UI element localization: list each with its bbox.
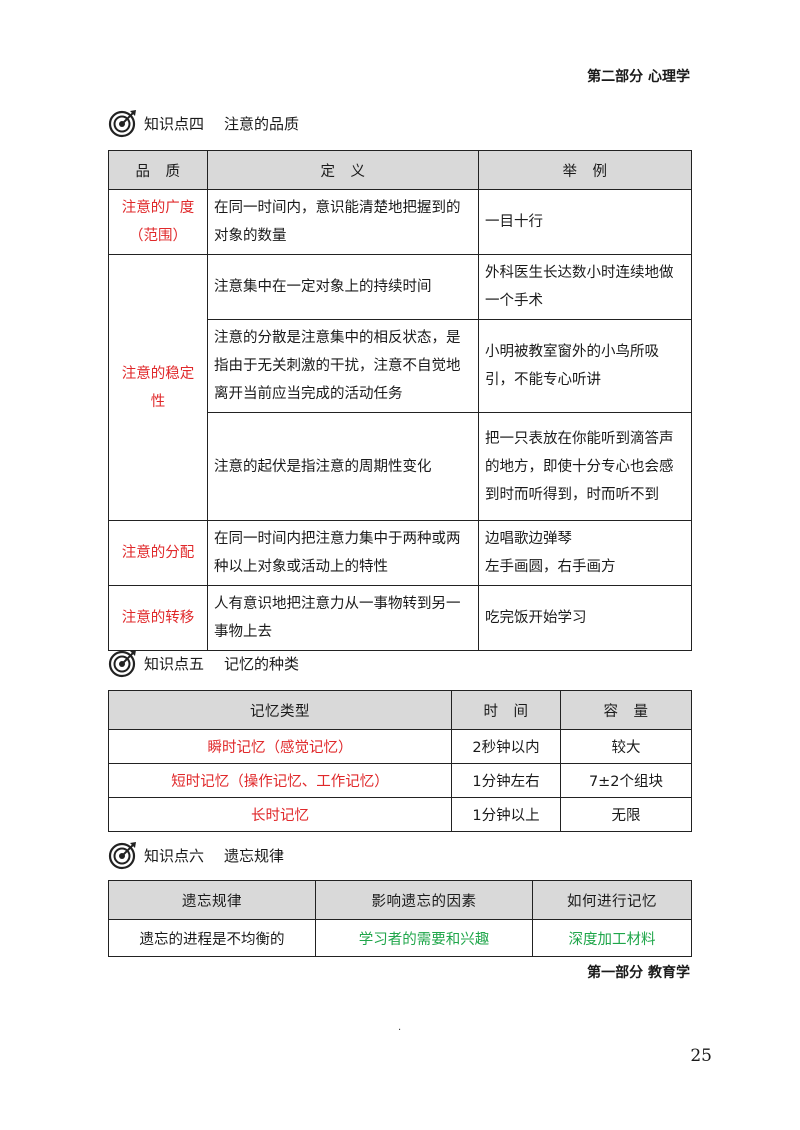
definition-cell: 注意的起伏是指注意的周期性变化 xyxy=(207,412,479,521)
table-row: 注意的转移 人有意识地把注意力从一事物转到另一事物上去 吃完饭开始学习 xyxy=(108,585,692,651)
target-arrow-icon xyxy=(108,108,138,138)
capacity-cell: 无限 xyxy=(560,797,692,832)
table-header-row: 品 质 定 义 举 例 xyxy=(108,150,692,190)
definition-cell: 在同一时间内把注意力集中于两种或两种以上对象或活动上的特性 xyxy=(207,520,479,586)
definition-cell: 注意的分散是注意集中的相反状态，是指由于无关刺激的干扰，注意不自觉地离开当前应当… xyxy=(207,319,479,413)
running-header: 第二部分 心理学 xyxy=(587,69,690,85)
table-row: 注意的分散是注意集中的相反状态，是指由于无关刺激的干扰，注意不自觉地离开当前应当… xyxy=(109,319,692,413)
time-cell: 2秒钟以内 xyxy=(451,729,561,764)
section-heading: 遗忘规律 xyxy=(224,846,285,865)
header-method: 如何进行记忆 xyxy=(532,880,692,920)
definition-cell: 注意集中在一定对象上的持续时间 xyxy=(207,254,479,320)
section-number: 知识点五 xyxy=(144,654,205,673)
time-cell: 1分钟左右 xyxy=(451,763,561,798)
quality-cell: 注意的分配 xyxy=(108,520,208,586)
time-cell: 1分钟以上 xyxy=(451,797,561,832)
table-row: 注意的广度（范围） 在同一时间内，意识能清楚地把握到的对象的数量 一目十行 xyxy=(108,189,692,255)
table-header-row: 遗忘规律 影响遗忘的因素 如何进行记忆 xyxy=(108,880,692,920)
example-cell: 外科医生长达数小时连续地做一个手术 xyxy=(478,254,692,320)
page-number: 25 xyxy=(690,1046,712,1066)
method-cell: 深度加工材料 xyxy=(532,919,692,957)
header-factor: 影响遗忘的因素 xyxy=(315,880,533,920)
capacity-cell: 较大 xyxy=(560,729,692,764)
example-cell: 小明被教室窗外的小鸟所吸引，不能专心听讲 xyxy=(478,319,692,413)
definition-cell: 在同一时间内，意识能清楚地把握到的对象的数量 xyxy=(207,189,479,255)
running-footer: 第一部分 教育学 xyxy=(587,965,690,981)
capacity-cell: 7±2个组块 xyxy=(560,763,692,798)
section-title-6: 知识点六 遗忘规律 xyxy=(108,840,284,870)
example-line: 左手画圆，右手画方 xyxy=(485,559,616,575)
target-arrow-icon xyxy=(108,840,138,870)
section-title-4: 知识点四 注意的品质 xyxy=(108,108,299,138)
header-law: 遗忘规律 xyxy=(108,880,316,920)
example-cell: 吃完饭开始学习 xyxy=(478,585,692,651)
section-title-5: 知识点五 记忆的种类 xyxy=(108,648,299,678)
section-number: 知识点四 xyxy=(144,114,205,133)
section-heading: 注意的品质 xyxy=(224,114,300,133)
table-row: 注意的稳定性 注意集中在一定对象上的持续时间 外科医生长达数小时连续地做一个手术 xyxy=(108,254,692,521)
attention-quality-table: 品 质 定 义 举 例 注意的广度（范围） 在同一时间内，意识能清楚地把握到的对… xyxy=(108,150,692,651)
section-heading: 记忆的种类 xyxy=(224,654,300,673)
example-cell: 边唱歌边弹琴 左手画圆，右手画方 xyxy=(478,520,692,586)
memory-type-cell: 短时记忆（操作记忆、工作记忆） xyxy=(108,763,452,798)
memory-type-cell: 瞬时记忆（感觉记忆） xyxy=(108,729,452,764)
table-row: 遗忘的进程是不均衡的 学习者的需要和兴趣 深度加工材料 xyxy=(108,919,692,957)
definition-cell: 人有意识地把注意力从一事物转到另一事物上去 xyxy=(207,585,479,651)
factor-cell: 学习者的需要和兴趣 xyxy=(315,919,533,957)
memory-types-table: 记忆类型 时 间 容 量 瞬时记忆（感觉记忆） 2秒钟以内 较大 短时记忆（操作… xyxy=(108,690,692,832)
section-number: 知识点六 xyxy=(144,846,205,865)
quality-cell: 注意的广度（范围） xyxy=(108,189,208,255)
quality-cell: 注意的转移 xyxy=(108,585,208,651)
example-cell: 把一只表放在你能听到滴答声的地方，即使十分专心也会感到时而听得到，时而听不到 xyxy=(478,412,692,521)
header-time: 时 间 xyxy=(451,690,561,730)
header-definition: 定 义 xyxy=(207,150,479,190)
header-capacity: 容 量 xyxy=(560,690,692,730)
table-header-row: 记忆类型 时 间 容 量 xyxy=(108,690,692,730)
quality-cell: 注意的稳定性 xyxy=(108,254,208,521)
table-row: 短时记忆（操作记忆、工作记忆） 1分钟左右 7±2个组块 xyxy=(108,763,692,798)
target-arrow-icon xyxy=(108,648,138,678)
table-row: 注意的分配 在同一时间内把注意力集中于两种或两种以上对象或活动上的特性 边唱歌边… xyxy=(108,520,692,586)
example-cell: 一目十行 xyxy=(478,189,692,255)
table-row: 瞬时记忆（感觉记忆） 2秒钟以内 较大 xyxy=(108,729,692,764)
table-row: 长时记忆 1分钟以上 无限 xyxy=(108,797,692,832)
stray-dot: . xyxy=(398,1022,402,1033)
header-quality: 品 质 xyxy=(108,150,208,190)
memory-type-cell: 长时记忆 xyxy=(108,797,452,832)
law-cell: 遗忘的进程是不均衡的 xyxy=(108,919,316,957)
header-example: 举 例 xyxy=(478,150,692,190)
example-line: 边唱歌边弹琴 xyxy=(485,531,572,547)
forgetting-law-table: 遗忘规律 影响遗忘的因素 如何进行记忆 遗忘的进程是不均衡的 学习者的需要和兴趣… xyxy=(108,880,692,957)
header-memory-type: 记忆类型 xyxy=(108,690,452,730)
